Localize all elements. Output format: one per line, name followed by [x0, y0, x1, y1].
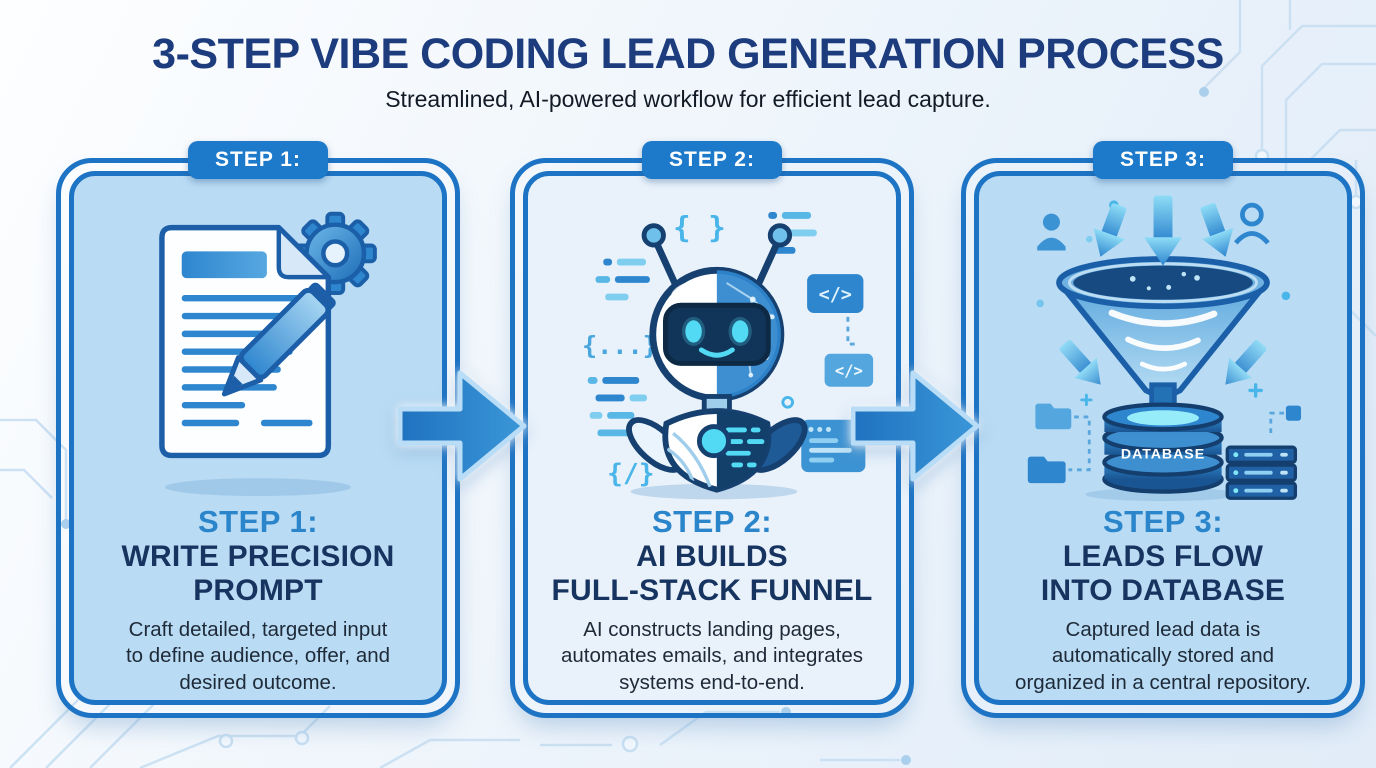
step-card-3: STEP 3: [961, 141, 1365, 718]
page-title: 3-STEP VIBE CODING LEAD GENERATION PROCE… [152, 30, 1224, 78]
robot-icon [626, 223, 808, 493]
code-tag-badge-2: </> [824, 353, 874, 387]
card-body: { } {...} {/} [523, 171, 901, 705]
card-body: STEP 1: WRITE PRECISION PROMPT Craft det… [69, 171, 447, 705]
folder-icon-2 [1027, 456, 1066, 484]
code-window-icon [801, 419, 866, 473]
ai-robot-code-illustration: { } {...} {/} [582, 210, 874, 500]
robot-chest-core [696, 424, 731, 459]
card-body: DATABASE [974, 171, 1352, 705]
robot-face [662, 302, 771, 366]
pen-icon [221, 282, 336, 397]
step-1-heading: STEP 1: [197, 504, 319, 539]
flow-arrow-1-icon [398, 370, 527, 482]
brace-slash-symbol: {/} [607, 459, 654, 489]
braces-dots-symbol: {...} [582, 331, 658, 360]
side-arrow-right [1225, 339, 1267, 385]
database-icon: DATABASE [1102, 402, 1224, 494]
flow-arrow-2-icon [851, 370, 980, 482]
step-2-description: AI constructs landing pages, automates e… [561, 617, 863, 695]
step-1-badge: STEP 1: [188, 141, 328, 179]
step-2-heading: STEP 2: [651, 504, 773, 539]
svg-text:</>: </> [835, 362, 863, 380]
server-icon [1225, 445, 1298, 500]
step-card-1: STEP 1: [56, 141, 460, 718]
braces-symbol: { } [673, 210, 726, 244]
person-icon-right [1233, 202, 1270, 245]
folder-icon-1 [1035, 403, 1072, 430]
step-3-description: Captured lead data is automatically stor… [1015, 617, 1311, 695]
step-1-description: Craft detailed, targeted input to define… [125, 617, 391, 695]
step-1-title: WRITE PRECISION PROMPT [121, 540, 395, 607]
code-decorations-right: </> </> [768, 212, 874, 473]
step-3-badge: STEP 3: [1093, 141, 1233, 179]
document-pen-gear-illustration [159, 211, 377, 497]
document-icon [159, 224, 332, 459]
shadow [164, 478, 352, 497]
code-tag-badge: </> [807, 274, 864, 313]
step-3-title: LEADS FLOW INTO DATABASE [1040, 540, 1286, 607]
funnel-icon [1056, 256, 1270, 425]
database-label: DATABASE [1121, 447, 1205, 463]
step-3-heading: STEP 3: [1102, 504, 1224, 539]
page-subtitle: Streamlined, AI-powered workflow for eff… [385, 86, 991, 112]
funnel-database-illustration: DATABASE [1027, 195, 1302, 502]
step-2-badge: STEP 2: [642, 141, 782, 179]
lead-arrows-down [1093, 195, 1234, 266]
person-icon-left [1037, 213, 1066, 251]
code-decorations-left: { } {...} {/} [582, 210, 726, 489]
swirl [1108, 309, 1218, 372]
step-2-title: AI BUILDS FULL-STACK FUNNEL [551, 540, 873, 607]
side-arrow-left [1059, 339, 1101, 385]
shadow [1085, 487, 1241, 502]
svg-text:</>: </> [819, 284, 852, 305]
